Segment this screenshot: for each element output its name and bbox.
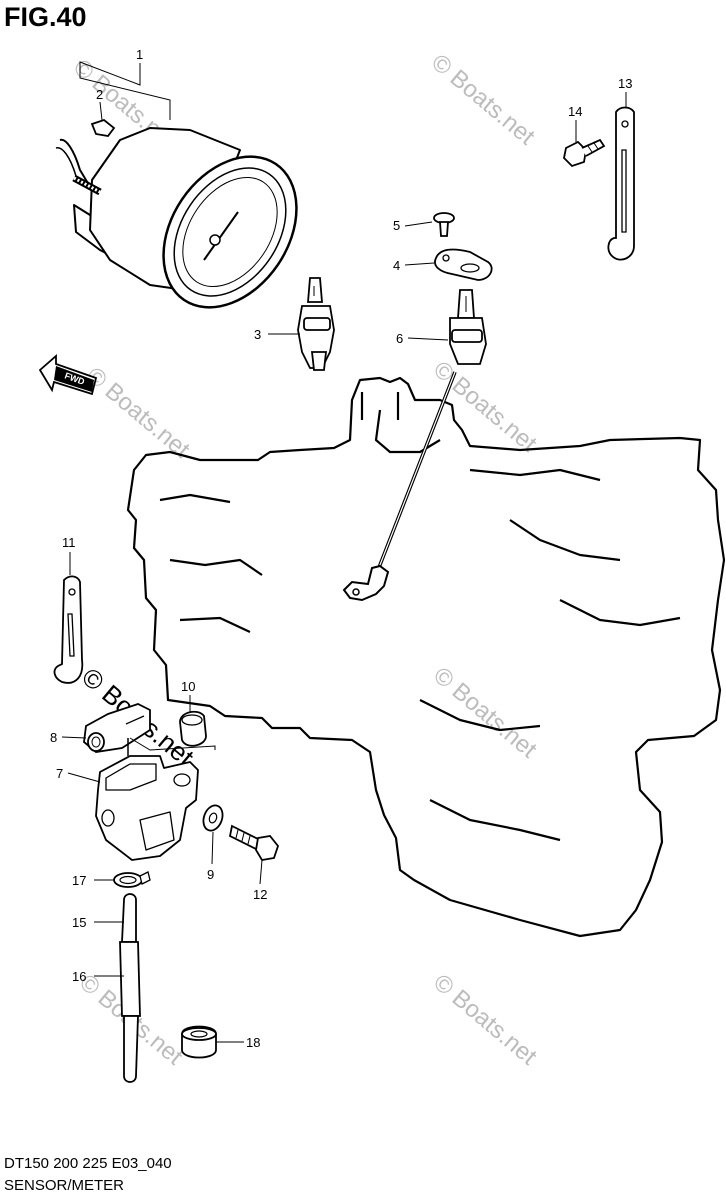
- figure-title: FIG.40: [4, 2, 87, 32]
- strap-part-13: [607, 106, 635, 261]
- callout-15: 15: [72, 915, 86, 930]
- callout-labels: 1 2 3 4 5 6 7 8 9 10 11 12 13 14 15 16 1…: [50, 47, 632, 1050]
- callout-9: 9: [207, 867, 214, 882]
- hose-parts-15-16: [119, 893, 141, 1083]
- callout-2: 2: [96, 87, 103, 102]
- bolt-part-14: [563, 138, 606, 168]
- sensor-part-6: [449, 289, 487, 365]
- callout-6: 6: [396, 331, 403, 346]
- callout-18: 18: [246, 1035, 260, 1050]
- diagram-name: SENSOR/METER: [4, 1177, 125, 1194]
- watermark: © Boats.net: [426, 49, 540, 151]
- callout-17: 17: [72, 873, 86, 888]
- callout-16: 16: [72, 969, 86, 984]
- callout-7: 7: [56, 766, 63, 781]
- watermark: © Boats.net: [81, 362, 195, 464]
- plate-part-4: [434, 248, 493, 281]
- callout-8: 8: [50, 730, 57, 745]
- sensor-part-3: [297, 277, 335, 371]
- clip-part-2: [90, 118, 116, 137]
- bracket-part-7: [95, 738, 199, 861]
- diagram-code: DT150 200 225 E03_040: [4, 1155, 172, 1172]
- grommet-part-18: [181, 1025, 217, 1059]
- grommet-part-10: [179, 710, 207, 747]
- engine-block: [126, 376, 726, 938]
- callout-10: 10: [181, 679, 195, 694]
- fwd-arrow: FWD: [38, 354, 98, 396]
- callout-5: 5: [393, 218, 400, 233]
- callout-4: 4: [393, 258, 400, 273]
- meter-gauge: [55, 127, 298, 309]
- callout-14: 14: [568, 104, 582, 119]
- callout-13: 13: [618, 76, 632, 91]
- screw-part-5: [433, 212, 455, 237]
- bolt-part-12: [228, 824, 280, 861]
- callout-1: 1: [136, 47, 143, 62]
- clamp-part-17: [113, 871, 151, 888]
- callout-3: 3: [254, 327, 261, 342]
- callout-12: 12: [253, 887, 267, 902]
- washer-part-9: [202, 804, 224, 832]
- watermark: © Boats.net: [428, 969, 542, 1071]
- callout-11: 11: [62, 535, 76, 550]
- sensor-wire: [342, 371, 457, 602]
- watermark: © Boats.net: [428, 356, 542, 458]
- connector-part-8: [83, 703, 151, 753]
- leader-lines: [61, 61, 627, 1043]
- strap-part-11: [53, 575, 84, 684]
